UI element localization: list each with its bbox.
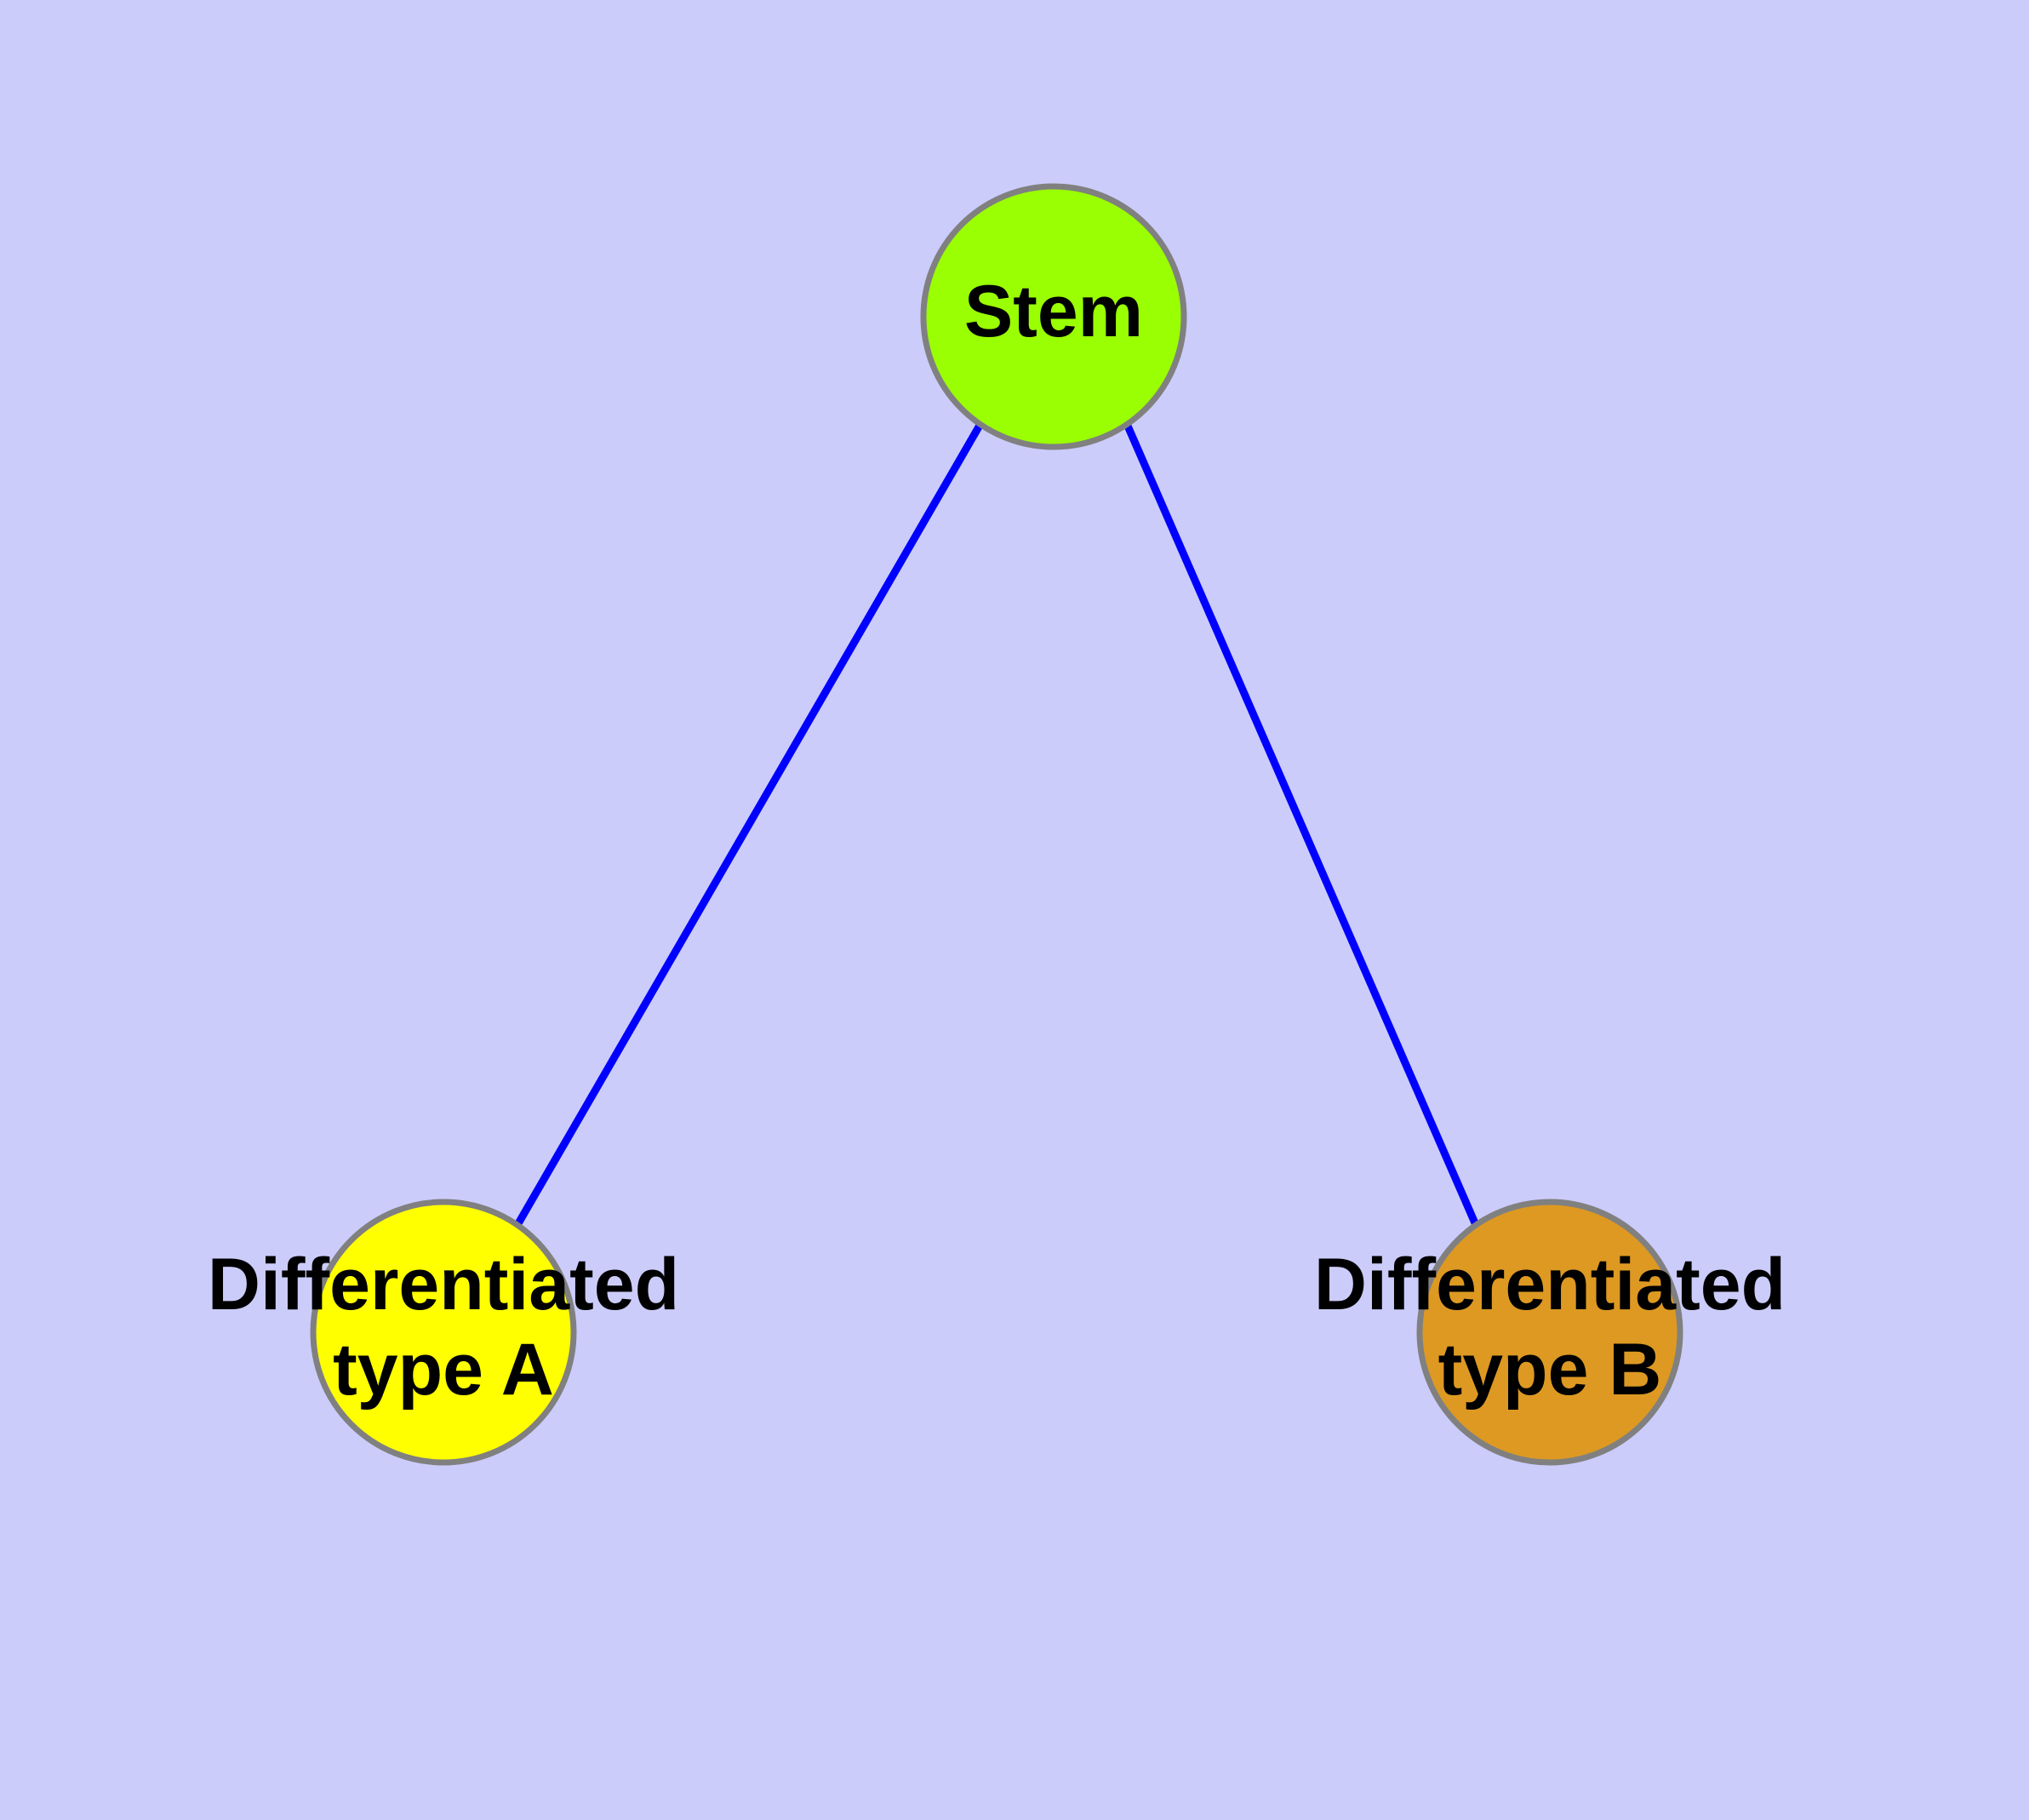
node-diff_b[interactable] bbox=[1416, 1199, 1683, 1466]
node-stem[interactable] bbox=[920, 183, 1187, 450]
node-label-line: Differentiated bbox=[208, 1244, 679, 1325]
node-layer bbox=[310, 183, 1683, 1466]
node-diff_a[interactable] bbox=[310, 1199, 577, 1466]
edge-stem-diff-b bbox=[1123, 422, 1480, 1227]
edge-stem-diff-a bbox=[514, 421, 984, 1228]
node-label-line: Stem bbox=[964, 271, 1143, 352]
node-label-line: Differentiated bbox=[1314, 1244, 1786, 1325]
edge-layer bbox=[514, 421, 1480, 1228]
node-label-line: type A bbox=[333, 1329, 554, 1411]
node-label-line: type B bbox=[1438, 1329, 1662, 1411]
node-label-stem: Stem bbox=[964, 271, 1143, 352]
